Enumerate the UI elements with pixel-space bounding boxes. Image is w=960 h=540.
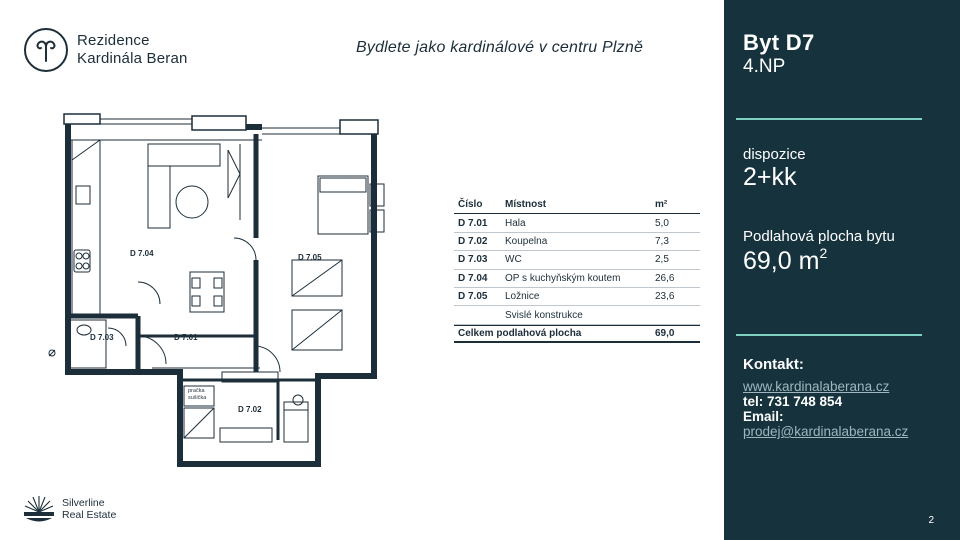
plan-label-washer: pračka xyxy=(188,388,205,394)
table-row: D 7.04 OP s kuchyňským koutem 26,6 xyxy=(454,270,700,288)
plan-label-dryer: sušička xyxy=(188,395,207,401)
table-header: Číslo Místnost m² xyxy=(454,196,700,215)
flat-floor: 4.NP xyxy=(743,56,786,77)
email-link[interactable]: prodej@kardinalaberana.cz xyxy=(743,424,909,439)
tagline: Bydlete jako kardinálové v centru Plzně xyxy=(356,39,644,56)
layout-label: dispozice xyxy=(743,146,806,163)
email-label: Email: xyxy=(743,409,784,424)
table-row: D 7.03 WC 2,5 xyxy=(454,251,700,270)
plan-label-702: D 7.02 xyxy=(238,405,262,414)
area-label: Podlahová plocha bytu xyxy=(743,228,895,245)
area-value: 69,0 m2 xyxy=(743,245,828,275)
sunrise-icon xyxy=(24,496,54,522)
plan-label-705: D 7.05 xyxy=(298,253,322,262)
table-row: D 7.05 Ložnice 23,6 xyxy=(454,288,700,307)
page-number: 2 xyxy=(928,515,934,526)
silverline-logo: Silverline Real Estate xyxy=(24,494,116,524)
website-link[interactable]: www.kardinalaberana.cz xyxy=(743,379,890,394)
plan-label-701: D 7.01 xyxy=(174,333,198,342)
flat-title: Byt D7 xyxy=(743,30,815,55)
column-marker-icon xyxy=(48,349,56,357)
content-area: Rezidence Kardinála Beran Bydlete jako k… xyxy=(24,28,700,524)
plan-label-703: D 7.03 xyxy=(90,333,114,342)
plan-label-704: D 7.04 xyxy=(130,249,154,258)
phone-number: tel: 731 748 854 xyxy=(743,394,843,409)
ram-horns-icon xyxy=(24,28,68,72)
divider xyxy=(736,118,922,120)
divider xyxy=(736,334,922,336)
brand-name: Rezidence Kardinála Beran xyxy=(77,32,188,67)
table-row: D 7.02 Koupelna 7,3 xyxy=(454,233,700,252)
contact-block: www.kardinalaberana.cz tel: 731 748 854 … xyxy=(743,379,908,439)
contact-label: Kontakt: xyxy=(743,356,804,373)
rooms-table: Číslo Místnost m² D 7.01 Hala 5,0 D 7.02… xyxy=(454,196,700,344)
table-row: Svislé konstrukce xyxy=(454,306,700,325)
floor-plan: D 7.04 D 7.05 D 7.03 D 7.01 D 7.02 pračk… xyxy=(48,113,385,467)
table-total-row: Celkem podlahová plocha 69,0 xyxy=(454,324,700,344)
layout-value: 2+kk xyxy=(743,163,797,191)
info-panel: Byt D7 4.NP dispozice 2+kk Podlahová plo… xyxy=(724,0,960,540)
table-row: D 7.01 Hala 5,0 xyxy=(454,214,700,233)
brand-logo: Rezidence Kardinála Beran xyxy=(24,28,188,72)
